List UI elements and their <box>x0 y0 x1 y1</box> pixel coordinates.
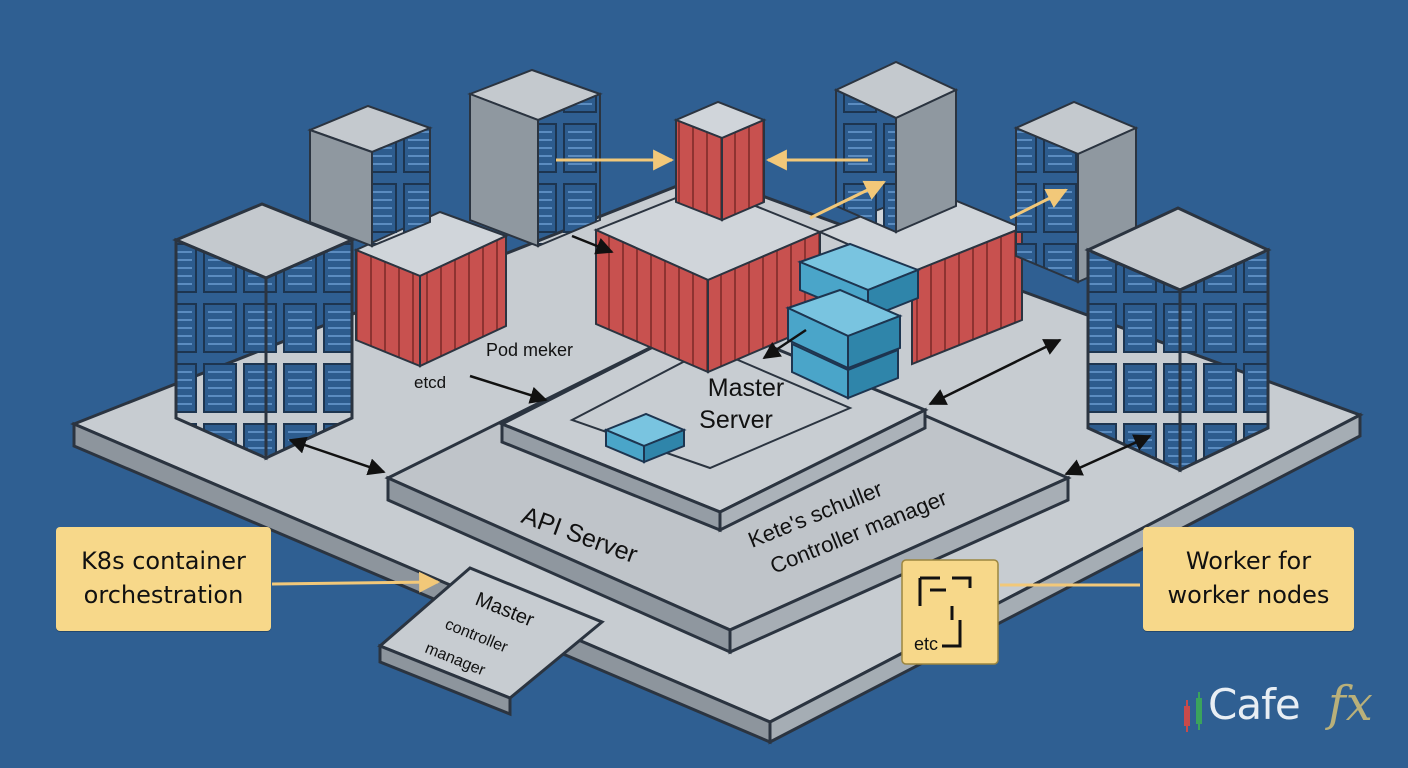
etcd-label: etcd <box>414 373 446 392</box>
small-blue-cube <box>603 412 687 464</box>
etc-box <box>901 559 999 665</box>
master-server-label-line2: Server <box>699 406 773 434</box>
server-rack-back-3 <box>833 60 959 234</box>
server-rack-front-right <box>1084 206 1272 473</box>
black-arrows <box>288 234 1152 476</box>
container-stack-top <box>673 100 767 222</box>
server-rack-front-left <box>172 202 356 461</box>
etc-box-label: etc <box>914 634 938 654</box>
blue-module-stack <box>785 242 921 400</box>
container-stack-center <box>593 184 823 374</box>
pod-maker-label: Pod meker <box>486 340 573 360</box>
master-server-label-line1: Master <box>708 374 784 402</box>
server-rack-back-1 <box>307 104 433 248</box>
yellow-arrows <box>271 149 1140 593</box>
server-rack-back-2 <box>467 68 603 248</box>
master-controller-manager-box <box>377 566 605 717</box>
container-stack-left <box>353 210 509 368</box>
